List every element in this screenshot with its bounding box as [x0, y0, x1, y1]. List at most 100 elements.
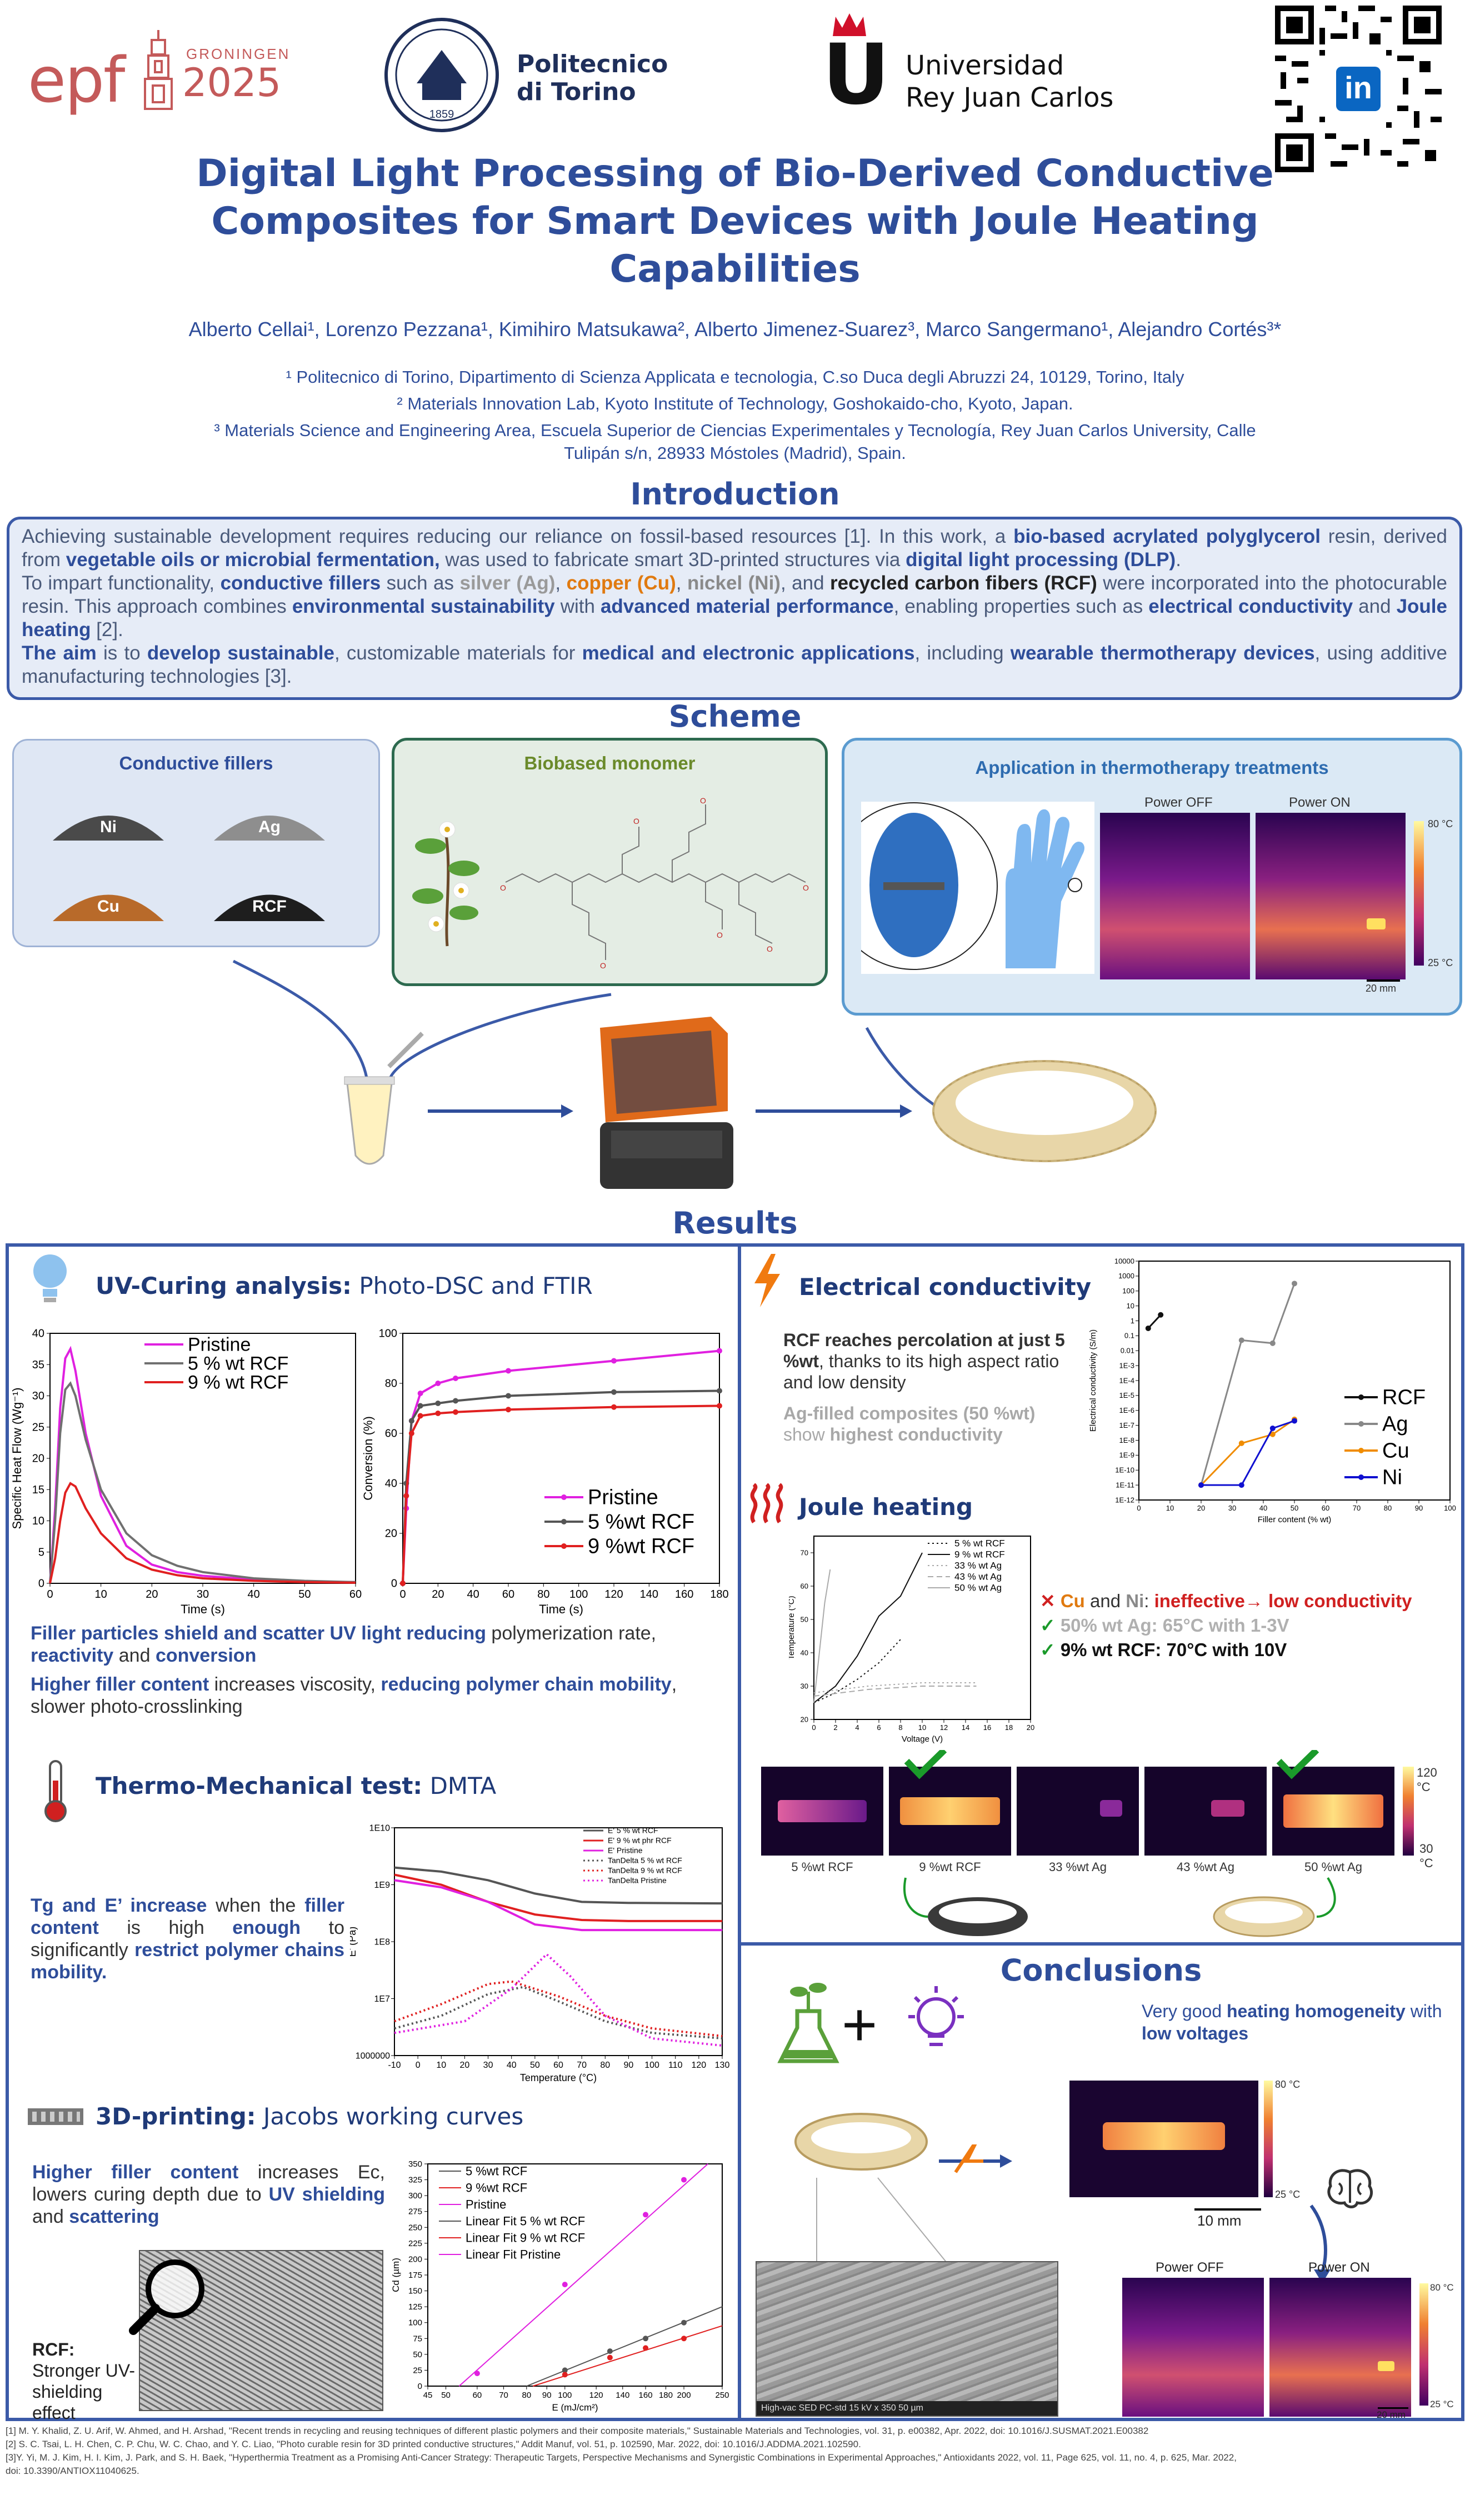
x-tick-label: 10: [436, 2061, 446, 2070]
reference-1: [1] M. Y. Khalid, Z. U. Arif, W. Ahmed, …: [6, 2426, 1149, 2436]
affiliation-3b: Tulipán s/n, 28933 Móstoles (Madrid), Sp…: [564, 443, 906, 463]
data-point: [1292, 1418, 1297, 1424]
data-point: [435, 1401, 441, 1406]
legend-label: Pristine: [588, 1486, 658, 1509]
urjc-line1: Universidad: [906, 50, 1064, 81]
title-line-1: Digital Light Processing of Bio-Derived …: [196, 152, 1274, 196]
thermal-scale-4: [1419, 2283, 1428, 2406]
affiliations: ¹ Politecnico di Torino, Dipartimento di…: [0, 364, 1470, 463]
qr-code[interactable]: in: [1275, 6, 1442, 172]
series-line-2: [1200, 1418, 1295, 1486]
y-tick-label: 5: [38, 1546, 44, 1558]
data-point: [1269, 1340, 1276, 1346]
y-tick-label: 35: [32, 1359, 44, 1371]
check-icon-rcf: [904, 1750, 947, 1779]
x-tick-label: 120: [604, 1588, 623, 1601]
x-tick-label: 70: [1353, 1504, 1361, 1512]
results-hdivider: [741, 1942, 1461, 1946]
y-tick-label: 40: [385, 1478, 397, 1490]
x-axis-label: Filler content (% wt): [1258, 1515, 1332, 1524]
data-point: [611, 1358, 617, 1364]
polito-seal-icon: 1859: [384, 18, 499, 132]
y-tick-label: 150: [408, 2287, 422, 2296]
data-point: [1238, 1482, 1244, 1488]
results-divider: [738, 1243, 741, 2421]
scale-bar-4: [1378, 2407, 1408, 2409]
x-tick-label: 250: [715, 2391, 729, 2400]
x-tick-label: 160: [639, 2391, 653, 2400]
data-point: [453, 1376, 458, 1381]
x-axis-label: Voltage (V): [902, 1734, 943, 1744]
black-ring-icon: [928, 1897, 1028, 1936]
x-tick-label: 80: [522, 2391, 531, 2400]
svg-text:O: O: [700, 796, 706, 805]
heat-waves-icon: [750, 1483, 783, 1523]
urjc-logo: U Universidad Rey Juan Carlos: [822, 11, 1133, 122]
x-tick-label: 140: [616, 2391, 629, 2400]
joule-bullets: ✕ Cu and Ni: ineffective→ low conductivi…: [1040, 1589, 1451, 1662]
intro-paragraph-3: The aim is to develop sustainable, custo…: [22, 642, 1448, 687]
application-title: Application in thermotherapy treatments: [975, 757, 1329, 778]
y-tick-label: 0: [391, 1578, 397, 1590]
arrow-from-application: [865, 1027, 946, 1113]
x-tick-label: 80: [1384, 1504, 1392, 1512]
magnifier-icon: [129, 2259, 204, 2335]
data-point: [435, 1411, 441, 1416]
y-tick-label: 10: [1127, 1302, 1134, 1310]
plot-frame: [1138, 1261, 1451, 1501]
brain-icon: [1327, 2169, 1373, 2208]
y-tick-label: 100: [408, 2318, 422, 2328]
x-tick-label: 50: [1291, 1504, 1298, 1512]
thermal-50ag: [1272, 1767, 1394, 1856]
legend-marker: [561, 1519, 567, 1524]
series-line-2: [394, 1879, 722, 1932]
x-tick-label: 10: [95, 1588, 107, 1601]
epf-city: GRONINGEN: [186, 46, 291, 62]
printing-text: Higher filler content increases Ec, lowe…: [32, 2162, 386, 2227]
y-tick-label: 250: [408, 2223, 422, 2232]
x-tick-label: 120: [692, 2061, 707, 2070]
sem-image: High-vac SED PC-std 15 kV x 350 50 µm: [756, 2261, 1058, 2417]
legend-marker: [1358, 1421, 1364, 1427]
legend-label: RCF: [1382, 1386, 1426, 1409]
series-line-1: [49, 1381, 356, 1584]
lightbulb-icon: [33, 1254, 67, 1302]
y-tick-label: 0: [38, 1578, 44, 1590]
power-on-label-2: Power ON: [1308, 2260, 1370, 2275]
series-line-4: [532, 2325, 723, 2387]
legend-label: 9 % wt RCF: [188, 1372, 288, 1393]
x-tick-label: 60: [502, 1588, 514, 1601]
data-point: [1145, 1325, 1151, 1331]
x-tick-label: 10: [918, 1723, 926, 1732]
x-tick-label: 40: [1259, 1504, 1267, 1512]
y-tick-label: 1E-11: [1116, 1481, 1134, 1489]
x-tick-label: 40: [467, 1588, 479, 1601]
x-tick-label: 20: [146, 1588, 158, 1601]
sem-label: High-vac SED PC-std 15 kV x 350 50 µm: [757, 2401, 1057, 2416]
legend-label: E' 5 % wt RCF: [608, 1826, 658, 1835]
y-tick-label: 300: [408, 2191, 422, 2201]
thermal-label-3: 33 %wt Ag: [1049, 1860, 1107, 1874]
legend-label: Linear Fit 5 % wt RCF: [466, 2214, 585, 2228]
plus-sign: +: [842, 1991, 878, 2059]
x-tick-label: 0: [416, 2061, 421, 2070]
monomer-title: Biobased monomer: [524, 753, 696, 773]
y-tick-label: 10: [32, 1515, 44, 1527]
legend-label: 5 % wt RCF: [188, 1353, 288, 1374]
reference-3: [3]Y. Yi, M. J. Kim, H. I. Kim, J. Park,…: [6, 2452, 1237, 2463]
series-line-3: [813, 1686, 977, 1697]
filler-label-rcf: RCF: [252, 897, 287, 916]
x-tick-label: 100: [644, 2061, 659, 2070]
x-tick-label: 100: [558, 2391, 572, 2400]
dmta-title: Thermo-Mechanical test: DMTA: [96, 1772, 497, 1799]
reference-3b: doi: 10.3390/ANTIOX11040625.: [6, 2466, 139, 2476]
data-point: [611, 1404, 617, 1410]
urjc-letter: U: [822, 27, 890, 123]
x-tick-label: 0: [47, 1588, 53, 1601]
series-line-5: [458, 2163, 708, 2387]
x-tick-label: 80: [537, 1588, 549, 1601]
x-tick-label: 20: [460, 2061, 470, 2070]
y-axis-label: Electrical conductivity (S/m): [1089, 1329, 1098, 1432]
joule-bullet-1: ✕ Cu and Ni: ineffective→ low conductivi…: [1040, 1591, 1412, 1611]
